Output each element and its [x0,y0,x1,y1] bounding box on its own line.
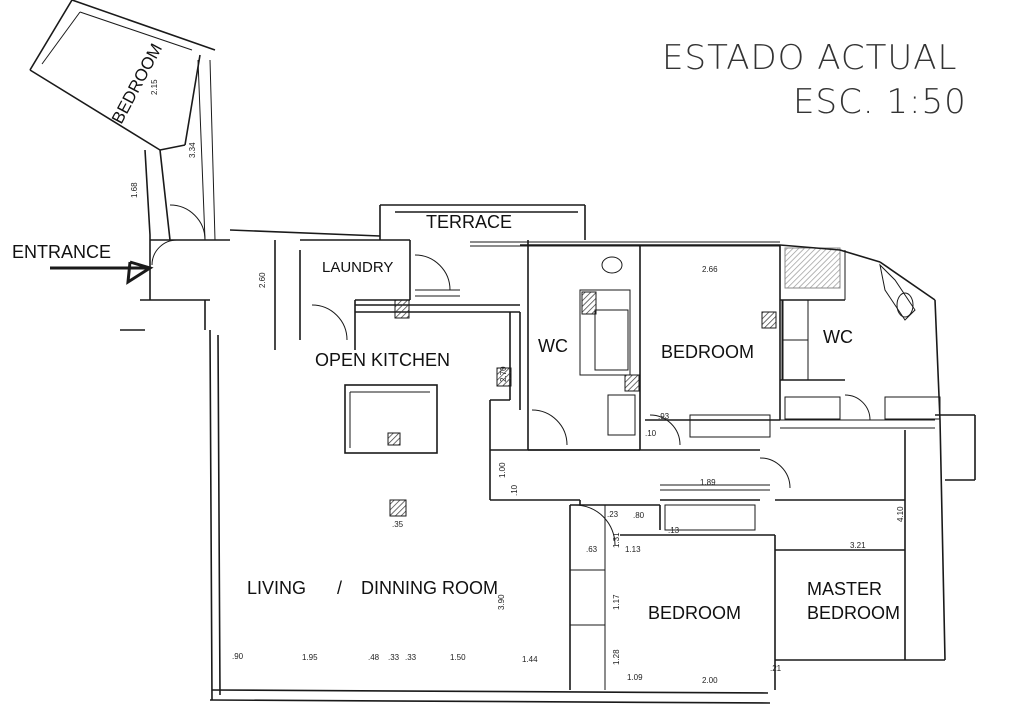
dim-1-50: 1.50 [450,653,466,662]
dim-3-90: 3.90 [497,594,506,610]
room-label-entrance: ENTRANCE [12,242,112,262]
dim-35: .35 [392,520,404,529]
dim-3-21: 3.21 [850,541,866,550]
hatched-columns [387,247,841,517]
room-label-open-kitchen: OPEN KITCHEN [315,350,451,370]
dim-2-66: 2.66 [702,265,718,274]
dim-93: .93 [658,412,670,421]
dim-3-34: 3.34 [188,142,197,158]
room-label-terrace: TERRACE [426,212,513,232]
dim-1-44: 1.44 [522,655,538,664]
dim-2-70: 2.70 [499,366,508,382]
dim-63: .63 [586,545,598,554]
dim-21: .21 [770,664,782,673]
plan-scale: ESC. 1:50 [793,82,967,122]
room-label-laundry: LAUNDRY [322,259,394,276]
dim-1-00: 1.00 [498,462,507,478]
room-label-master-line2: BEDROOM [807,603,901,623]
room-label-wc-right: WC [823,327,853,347]
dim-1-09: 1.09 [627,673,643,682]
dim-23: .23 [607,510,619,519]
plan-title: ESTADO ACTUAL [662,38,958,78]
room-label-wc-left: WC [538,336,568,356]
room-label-separator: / [337,578,343,598]
walls [29,0,976,704]
room-label-living: LIVING [247,578,307,598]
dim-2-15: 2.15 [150,79,159,95]
dim-80: .80 [633,511,645,520]
dim-1-89: 1.89 [700,478,716,487]
dim-1-31: 1.31 [612,532,621,548]
room-label-master-line1: MASTER [807,579,883,599]
dim-2-60: 2.60 [258,272,267,288]
dim-1-17: 1.17 [612,594,621,610]
room-label-bedroom-mid: BEDROOM [661,342,755,362]
dim-1-13: 1.13 [625,545,641,554]
dim-33a: .33 [388,653,400,662]
dim-33b: .33 [405,653,417,662]
dim-48: .48 [368,653,380,662]
dim-10b: .10 [510,484,519,496]
dim-2-00: 2.00 [702,676,718,685]
dim-1-28: 1.28 [612,649,621,665]
dim-1-95: 1.95 [302,653,318,662]
room-label-bedroom-bottom: BEDROOM [648,603,742,623]
dim-90: .90 [232,652,244,661]
dim-4-10: 4.10 [896,506,905,522]
dim-13: .13 [668,526,680,535]
dim-1-68: 1.68 [130,182,139,198]
dim-10a: .10 [645,429,657,438]
room-label-dinning: DINNING ROOM [361,578,498,598]
